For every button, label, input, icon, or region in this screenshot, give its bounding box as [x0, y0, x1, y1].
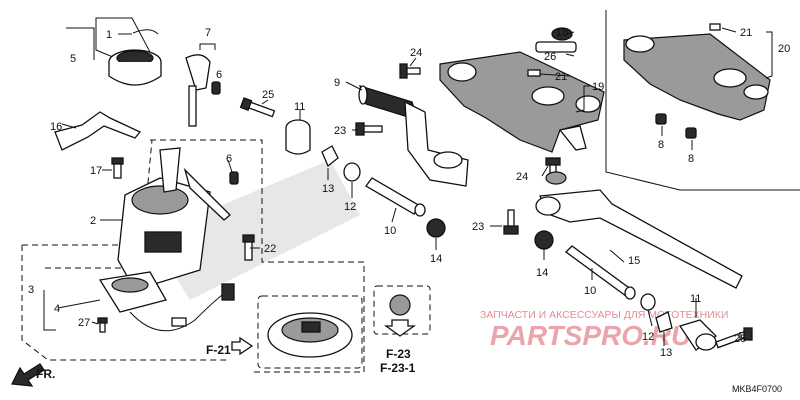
- part-13-left: [321, 145, 339, 168]
- part-7-key: [185, 54, 211, 127]
- part-17-bolt: [111, 157, 124, 179]
- part-6-grommet-upper: [211, 81, 221, 95]
- callout-17: 17: [90, 165, 102, 177]
- part-23-bolt-right: [503, 209, 519, 235]
- front-direction-indicator: FR.: [10, 363, 55, 387]
- callout-21-right: 21: [740, 27, 752, 39]
- callout-2: 2: [90, 215, 96, 227]
- part-16-bracket: [54, 111, 142, 151]
- callout-11-left: 11: [294, 101, 305, 113]
- callout-10-left: 10: [384, 225, 396, 237]
- callout-7: 7: [205, 27, 211, 39]
- part-25-bolt-left: [239, 97, 276, 118]
- part-24-bolt-lower: [545, 157, 561, 181]
- callout-27: 27: [78, 317, 90, 329]
- callout-14-left: 14: [430, 253, 442, 265]
- callout-24-upper: 24: [410, 47, 422, 59]
- part-8-collar-b: [685, 127, 697, 139]
- part-11-weight-left: [285, 119, 311, 155]
- part-2-ignition-body: [117, 147, 231, 291]
- callout-1: 1: [106, 29, 112, 41]
- part-8-collar-a: [655, 113, 667, 125]
- callouts: 1 5 7 6 16 17 6 2 22 3 4 27 25 11 9 23 2…: [28, 27, 790, 359]
- callout-25-right: 25: [734, 333, 746, 345]
- part-11-weight-right: [678, 319, 718, 351]
- callout-11-right: 11: [690, 293, 701, 305]
- callout-13-right: 13: [660, 347, 672, 359]
- callout-25-left: 25: [262, 89, 274, 101]
- callout-8-b: 8: [688, 153, 694, 165]
- callout-8-a: 8: [658, 139, 664, 151]
- callout-14-right: 14: [536, 267, 548, 279]
- group-boundary-upper: [150, 139, 365, 373]
- part-10-rod-left: [365, 177, 426, 217]
- part-15-handlebar: [535, 171, 743, 289]
- top-bridge-20-box: [605, 10, 800, 191]
- callout-5: 5: [70, 53, 76, 65]
- part-9-handlebar-tube: [358, 85, 469, 187]
- callout-6-upper: 6: [216, 69, 222, 81]
- handlebar-right-group: [503, 171, 753, 351]
- callout-15: 15: [628, 255, 640, 267]
- bracket-20-boundary: [605, 10, 800, 191]
- steering-stem-19: [439, 27, 605, 153]
- ref-f23-1: F-23-1: [380, 361, 416, 375]
- leader-7: [199, 43, 216, 50]
- part-10-rod-right: [565, 245, 636, 300]
- part-22-bolt: [242, 234, 255, 261]
- callout-6-lower: 6: [226, 153, 232, 165]
- callout-19: 19: [592, 81, 604, 93]
- leader-lines: [43, 27, 773, 346]
- callout-9: 9: [334, 77, 340, 89]
- arrow-f21: [231, 336, 254, 356]
- ref-f21: F-21: [206, 343, 231, 357]
- callout-23-right: 23: [472, 221, 484, 233]
- ignition-switch-group: FR.: [10, 17, 431, 387]
- part-4-switch-harness: [98, 271, 235, 332]
- callout-26: 26: [544, 51, 556, 63]
- part-13-right: [655, 311, 673, 333]
- part-12-left: [343, 162, 361, 182]
- part-6-grommet-lower: [229, 171, 239, 185]
- part-24-bolt-upper: [399, 63, 421, 79]
- callout-12-left: 12: [344, 201, 356, 213]
- callout-21-middle: 21: [555, 71, 567, 83]
- group-boundary-outer: [21, 244, 230, 361]
- handlebar-left-group: [239, 63, 469, 238]
- ref-f23: F-23: [386, 347, 411, 361]
- part-23-bolt-left: [355, 122, 383, 136]
- fuel-cap-inset: [257, 295, 363, 369]
- part-27-screw: [97, 317, 108, 333]
- callout-10-right: 10: [584, 285, 596, 297]
- part-14-gear-right: [534, 230, 554, 250]
- direction-label: FR.: [36, 367, 55, 381]
- callout-24-lower: 24: [516, 171, 528, 183]
- filler-inset: [373, 285, 431, 337]
- diagram-code: MKB4F0700: [732, 384, 782, 394]
- part-1-clip: [132, 29, 159, 35]
- callout-23-left: 23: [334, 125, 346, 137]
- callout-18: 18: [556, 27, 568, 39]
- callout-22: 22: [264, 243, 276, 255]
- callout-12-right: 12: [642, 331, 654, 343]
- part-12-right: [640, 293, 656, 311]
- callout-13-left: 13: [322, 183, 334, 195]
- callout-3: 3: [28, 284, 34, 296]
- hatch-background: [150, 160, 360, 300]
- callout-4: 4: [54, 303, 60, 315]
- part-5-cap: [95, 17, 162, 86]
- part-14-gear-left: [426, 218, 446, 238]
- callout-16: 16: [50, 121, 62, 133]
- callout-20: 20: [778, 43, 790, 55]
